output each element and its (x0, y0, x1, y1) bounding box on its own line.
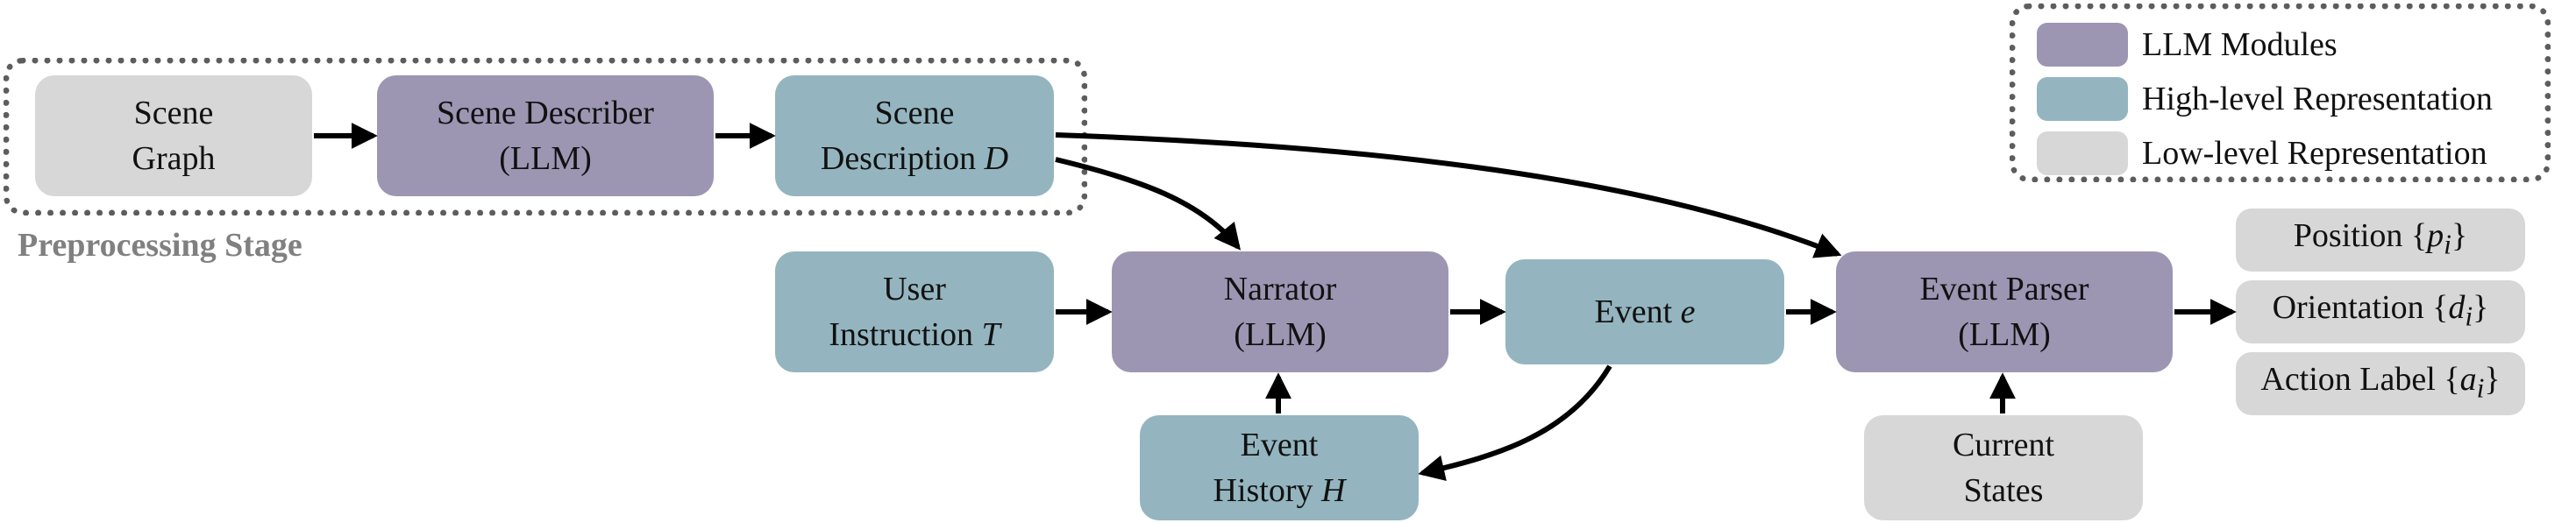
event-history-variable: H (1321, 472, 1346, 509)
event-node: Event e (1505, 259, 1784, 364)
action-label-label: Action Label (2260, 360, 2436, 398)
user-instruction-text: Instruction (829, 316, 973, 353)
event-parser-line-1: Event Parser (1919, 271, 2089, 307)
scene-graph-line-2: Graph (132, 140, 216, 177)
orientation-variable: d (2448, 288, 2466, 326)
action-label-output: Action Label {ai} (2236, 352, 2525, 415)
scene-description-text: Description (820, 140, 977, 177)
event-history-text: History (1213, 472, 1313, 509)
legend-swatch-low-level (2037, 131, 2128, 175)
legend-swatch-high-level (2037, 77, 2128, 121)
user-instruction-line-1: User (883, 271, 946, 307)
arrow-description-to-parser (1055, 132, 1842, 258)
current-states-line-1: Current (1952, 427, 2055, 463)
event-parser-line-2: (LLM) (1958, 316, 2051, 353)
scene-graph-node: Scene Graph (35, 75, 312, 196)
orientation-subscript: i (2465, 300, 2473, 332)
legend-item-high-level: High-level Representation (2037, 76, 2493, 122)
scene-describer-line-2: (LLM) (499, 140, 592, 177)
position-label: Position (2293, 216, 2403, 254)
arrow-event-to-history (1418, 364, 1612, 482)
user-instruction-variable: T (981, 316, 1000, 353)
scene-description-line-1: Scene (874, 95, 955, 131)
position-subscript: i (2444, 229, 2451, 260)
narrator-line-2: (LLM) (1234, 316, 1327, 353)
scene-describer-node: Scene Describer (LLM) (377, 75, 714, 196)
narrator-line-1: Narrator (1223, 271, 1337, 307)
event-history-line-1: Event (1240, 427, 1319, 463)
position-output-line: Position {pi} (2293, 216, 2468, 260)
scene-description-line-2: Description D (821, 136, 1008, 181)
event-variable: e (1680, 293, 1696, 330)
legend-label-llm: LLM Modules (2142, 26, 2338, 63)
narrator-node: Narrator (LLM) (1112, 251, 1448, 372)
event-line: Event e (1594, 289, 1695, 335)
scene-graph-line-1: Scene (133, 95, 214, 131)
event-history-node: Event History H (1140, 415, 1419, 520)
current-states-node: Current States (1864, 415, 2143, 520)
legend: LLM Modules High-level Representation Lo… (2010, 4, 2551, 182)
position-variable: p (2427, 216, 2444, 254)
legend-item-llm: LLM Modules (2037, 22, 2338, 67)
scene-describer-line-1: Scene Describer (437, 95, 654, 131)
legend-item-low-level: Low-level Representation (2037, 131, 2487, 176)
scene-description-variable: D (984, 140, 1009, 177)
preprocessing-stage-label: Preprocessing Stage (18, 227, 302, 264)
scene-description-node: Scene Description D (775, 75, 1054, 196)
event-history-line-2: History H (1213, 468, 1346, 513)
orientation-output-line: Orientation {di} (2272, 288, 2489, 332)
action-label-variable: a (2459, 360, 2477, 398)
arrow-description-to-narrator (1055, 157, 1242, 251)
orientation-label: Orientation (2272, 288, 2424, 326)
orientation-output: Orientation {di} (2236, 280, 2525, 343)
user-instruction-node: User Instruction T (775, 251, 1054, 372)
action-label-output-line: Action Label {ai} (2260, 360, 2501, 404)
position-output: Position {pi} (2236, 208, 2525, 272)
event-parser-node: Event Parser (LLM) (1836, 251, 2173, 372)
legend-label-high-level: High-level Representation (2142, 81, 2493, 117)
action-label-subscript: i (2476, 372, 2485, 404)
legend-label-low-level: Low-level Representation (2142, 135, 2487, 172)
user-instruction-line-2: Instruction T (829, 312, 1000, 357)
legend-swatch-llm (2037, 23, 2128, 67)
current-states-line-2: States (1963, 472, 2044, 509)
event-text: Event (1594, 293, 1673, 330)
